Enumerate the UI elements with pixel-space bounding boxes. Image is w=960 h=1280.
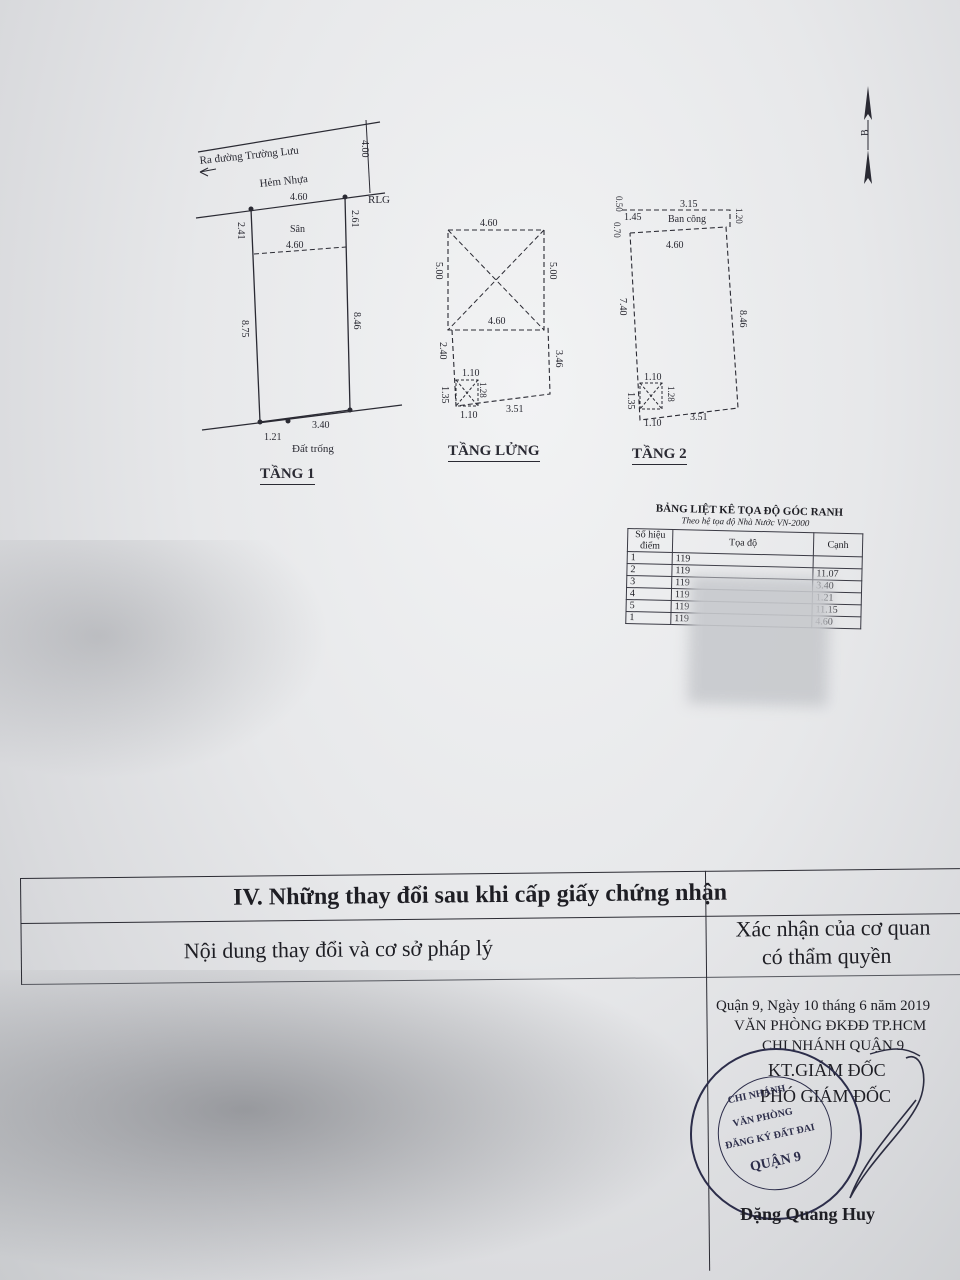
road-label: Ra đường Trường Lưu [199, 145, 300, 167]
mz-dim: 5.00 [547, 262, 558, 280]
floor-plans: Ra đường Trường Lưu Hẻm Nhựa 4.00 RLG Sâ… [195, 119, 748, 455]
signer-name: Đặng Quang Huy [740, 1204, 876, 1224]
table-cell: 3 [626, 575, 672, 589]
empty-lot-label: Đất trống [292, 443, 334, 455]
coordinate-table-block: BẢNG LIỆT KÊ TỌA ĐỘ GÓC RANH Theo hệ tọa… [625, 502, 878, 707]
table-cell: 4 [626, 587, 672, 601]
f2-dim: 1.10 [644, 418, 662, 429]
f2-dim: 4.60 [666, 240, 684, 251]
f1-dim: 4.60 [290, 192, 308, 203]
mz-dim: 1.10 [462, 368, 480, 379]
north-arrow-icon: B [860, 86, 872, 184]
authority-header-2: có thẩm quyền [761, 942, 892, 970]
change-content-header: Nội dung thay đổi và cơ sở pháp lý [183, 935, 494, 964]
alley-label: Hẻm Nhựa [259, 173, 309, 190]
mz-dim: 4.60 [488, 316, 506, 327]
mz-dim: 3.51 [506, 404, 524, 415]
table-cell [813, 555, 863, 569]
table-cell: 5 [626, 599, 672, 613]
table-cell: 1 [625, 611, 672, 625]
mz-dim: 4.60 [480, 218, 498, 229]
svg-text:B: B [860, 129, 871, 136]
f1-dim: 2.61 [349, 210, 360, 228]
cert-date: Quận 9, Ngày 10 tháng 6 năm 2019 [716, 998, 931, 1014]
table-header: Tọa độ [672, 529, 814, 556]
floor1-title: TẦNG 1 [260, 466, 315, 485]
f2-dim: 1.28 [666, 386, 676, 402]
f2-dim: 3.51 [690, 412, 708, 423]
mz-dim: 5.00 [433, 262, 444, 280]
section-iv: IV. Những thay đổi sau khi cấp giấy chứn… [20, 868, 960, 1271]
f2-dim: 1.10 [644, 372, 662, 383]
mz-dim: 2.40 [437, 342, 448, 360]
mezzanine-plan [447, 229, 551, 407]
f2-dim: 8.46 [737, 310, 748, 328]
section-iv-header-row: Nội dung thay đổi và cơ sở pháp lý Xác n… [20, 914, 960, 985]
alley-width: 4.00 [359, 140, 370, 158]
cert-role-2: PHÓ GIÁM ĐỐC [760, 1086, 892, 1106]
section-iv-title: IV. Những thay đổi sau khi cấp giấy chứn… [233, 879, 728, 911]
mz-dim: 1.28 [478, 382, 488, 398]
f2-dim: 7.40 [617, 298, 628, 316]
f2-dim: 1.35 [625, 392, 636, 410]
table-cell: 2 [626, 563, 673, 577]
yard-label: Sân [290, 224, 305, 235]
mz-dim: 1.10 [460, 410, 478, 421]
f2-dim: 1.20 [734, 208, 744, 224]
cert-office-2: CHI NHÁNH QUẬN 9 [762, 1038, 905, 1054]
redaction-blur [687, 575, 831, 707]
mz-dim: 1.35 [439, 386, 450, 404]
floor2-title: TẦNG 2 [632, 446, 687, 465]
floor1-plan [195, 119, 403, 431]
f1-dim: 8.75 [239, 320, 250, 338]
cert-role-1: KT.GIÁM ĐỐC [768, 1060, 886, 1080]
balcony-label: Ban công [668, 214, 706, 225]
mz-dim: 3.46 [553, 350, 564, 368]
f1-dim: 4.60 [286, 240, 304, 251]
mezzanine-title: TẦNG LỬNG [448, 443, 540, 462]
table-header: Cạnh [813, 532, 863, 557]
f2-dim: 1.45 [624, 212, 642, 223]
f1-dim: 3.40 [312, 420, 330, 431]
f2-dim: 0.50 [614, 196, 624, 212]
table-cell: 1 [627, 551, 673, 565]
table-header: Số hiệu điểm [627, 528, 673, 553]
floor2-plan [622, 209, 739, 421]
photo-shadow-lower [0, 970, 700, 1280]
signature-icon [849, 1048, 925, 1199]
f2-dim: 0.70 [612, 222, 622, 238]
f1-dim: 1.21 [264, 432, 282, 443]
rlg-label: RLG [368, 194, 390, 206]
f1-dim: 8.46 [351, 312, 362, 330]
f1-dim: 2.41 [235, 222, 246, 240]
photo-shadow [0, 540, 330, 780]
authority-header-1: Xác nhận của cơ quan [735, 914, 931, 942]
f2-dim: 3.15 [680, 199, 698, 210]
cert-office-1: VĂN PHÒNG ĐKĐĐ TP.HCM [734, 1018, 927, 1034]
